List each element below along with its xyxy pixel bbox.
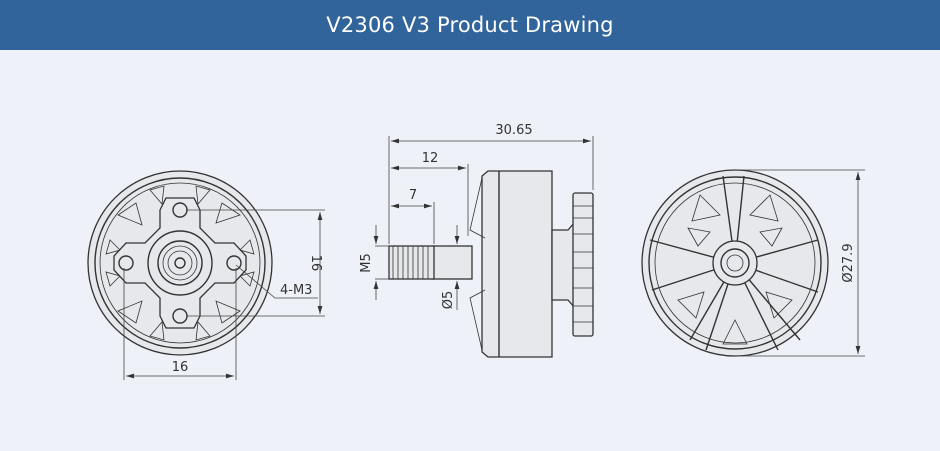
bottom-view: 16 16 4-M3 [87, 170, 325, 380]
dim-mount-holes: 4-M3 [280, 283, 312, 298]
threaded-shaft [388, 245, 435, 280]
dim-bell-diameter: Ø27.9 [841, 243, 856, 282]
title-bar: V2306 V3 Product Drawing [0, 0, 940, 50]
dim-thread-length: 7 [409, 188, 417, 203]
dim-mount-horizontal: 16 [172, 360, 189, 375]
dim-shaft-length: 12 [422, 151, 439, 166]
mount-hole [226, 255, 242, 271]
dim-mount-vertical: 16 [308, 255, 323, 272]
mount-cross [113, 197, 247, 329]
dim-thread-size: M5 [359, 253, 374, 273]
top-view: Ø27.9 [641, 169, 865, 357]
side-view: 30.65 12 7 M5 Ø5 [359, 123, 594, 358]
dim-overall-length: 30.65 [495, 123, 532, 138]
page-title: V2306 V3 Product Drawing [326, 13, 614, 37]
bell-spokes [649, 175, 819, 351]
dim-shaft-diameter: Ø5 [441, 291, 456, 310]
cooling-slots [105, 185, 255, 341]
product-drawing: 16 16 4-M3 30.65 12 7 M5 [87, 123, 865, 380]
mount-hole [118, 255, 134, 271]
